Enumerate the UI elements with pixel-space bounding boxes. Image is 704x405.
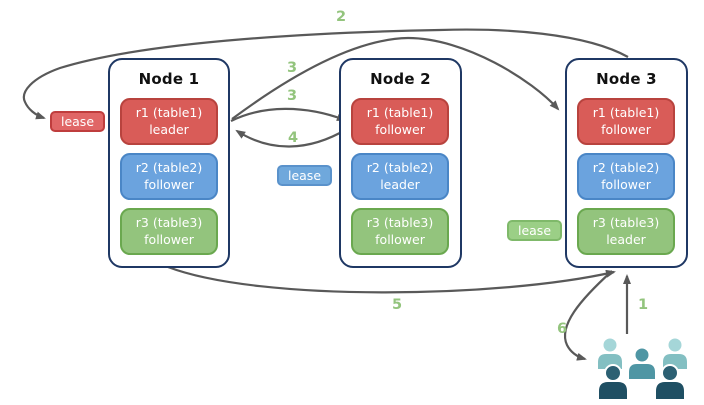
replica-role: follower <box>601 176 651 192</box>
node-2: Node 2 r1 (table1) follower r2 (table2) … <box>339 58 462 268</box>
step-label-5: 5 <box>392 297 403 313</box>
replica-name: r3 (table3) <box>366 215 434 231</box>
lease-tag-table2: lease <box>277 165 332 186</box>
step-label-4: 4 <box>288 130 299 146</box>
node-3-replica-r2: r2 (table2) follower <box>577 153 675 200</box>
replica-name: r1 (table1) <box>366 105 434 121</box>
user-figure-front-left <box>597 364 629 401</box>
replica-name: r1 (table1) <box>592 105 660 121</box>
node-1-replica-r1: r1 (table1) leader <box>120 98 218 145</box>
replica-name: r2 (table2) <box>366 160 434 176</box>
node-1: Node 1 r1 (table1) leader r2 (table2) fo… <box>108 58 230 268</box>
user-figure-front-right <box>654 364 686 401</box>
node-3-replica-r3: r3 (table3) leader <box>577 208 675 255</box>
step-label-2: 2 <box>336 9 347 25</box>
replica-role: follower <box>601 121 651 137</box>
node-3: Node 3 r1 (table1) follower r2 (table2) … <box>565 58 688 268</box>
replica-role: leader <box>606 231 646 247</box>
step-label-6: 6 <box>557 321 568 337</box>
step-label-3b: 3 <box>287 88 298 104</box>
node-1-replica-r2: r2 (table2) follower <box>120 153 218 200</box>
node-1-title: Node 1 <box>138 70 200 88</box>
user-figure-center <box>627 346 657 381</box>
users-group-icon <box>596 336 689 401</box>
replica-role: follower <box>375 231 425 247</box>
node-2-replica-r1: r1 (table1) follower <box>351 98 449 145</box>
replica-role: follower <box>144 231 194 247</box>
replica-name: r3 (table3) <box>592 215 660 231</box>
node-2-title: Node 2 <box>370 70 431 88</box>
replica-name: r2 (table2) <box>135 160 203 176</box>
arrow-step-3-to-node2 <box>230 107 347 122</box>
step-label-3a: 3 <box>287 60 298 76</box>
replica-name: r3 (table3) <box>135 215 203 231</box>
step-label-1: 1 <box>638 297 649 313</box>
lease-tag-table1: lease <box>50 111 105 132</box>
replica-role: leader <box>380 176 420 192</box>
node-3-title: Node 3 <box>596 70 657 88</box>
node-2-replica-r2: r2 (table2) leader <box>351 153 449 200</box>
arrow-step-5 <box>167 265 616 294</box>
node-3-replica-r1: r1 (table1) follower <box>577 98 675 145</box>
node-1-replica-r3: r3 (table3) follower <box>120 208 218 255</box>
replica-role: leader <box>149 121 189 137</box>
replica-name: r1 (table1) <box>135 105 203 121</box>
replica-name: r2 (table2) <box>592 160 660 176</box>
replica-role: follower <box>144 176 194 192</box>
node-2-replica-r3: r3 (table3) follower <box>351 208 449 255</box>
lease-tag-table3: lease <box>507 220 562 241</box>
replica-role: follower <box>375 121 425 137</box>
